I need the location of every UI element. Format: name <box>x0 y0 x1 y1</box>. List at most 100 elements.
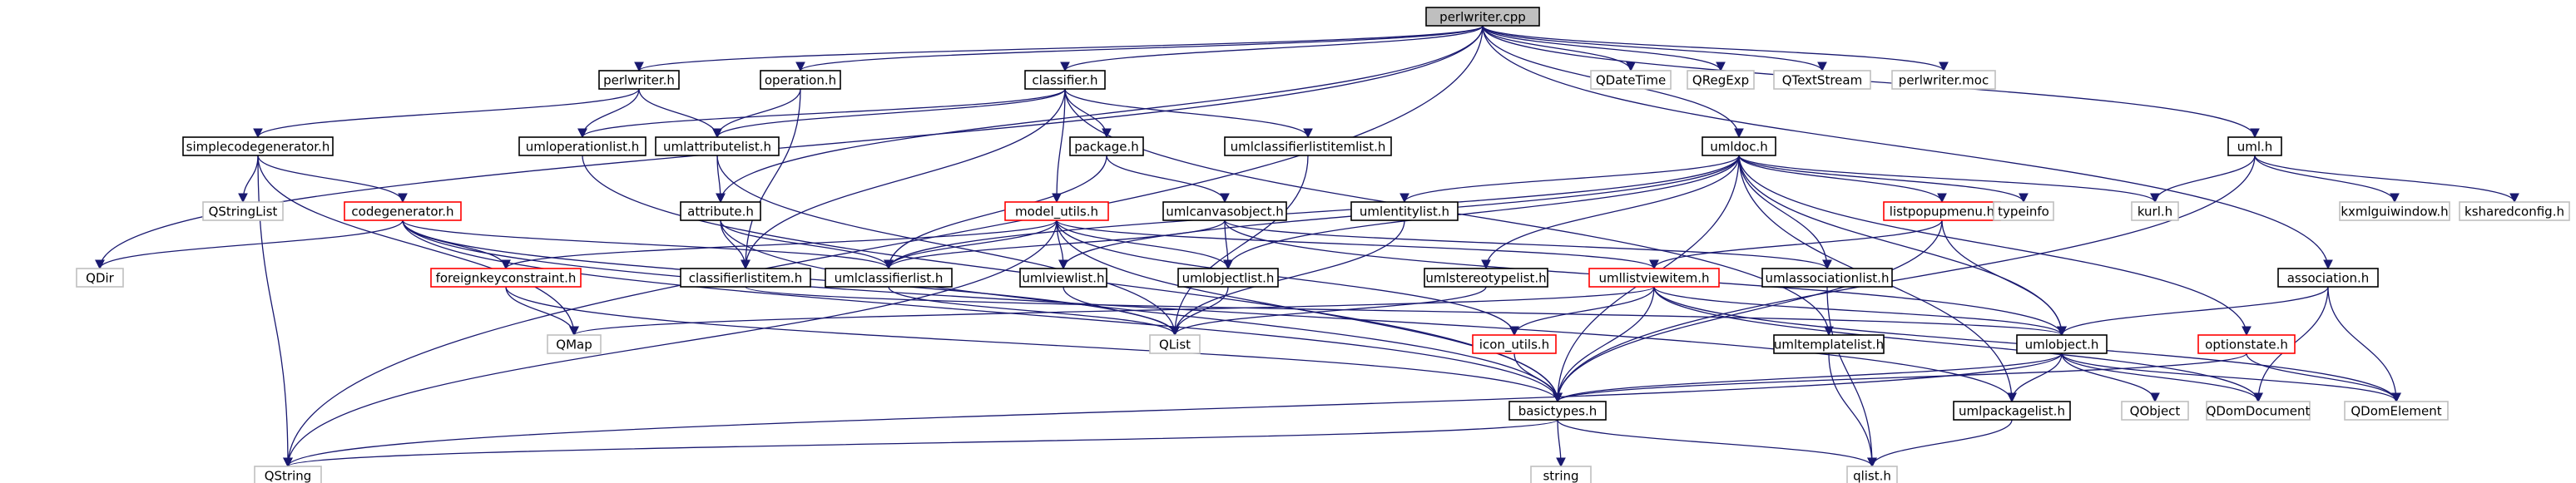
node-label: QDomDocument <box>2207 404 2311 419</box>
node-qdomdocument[interactable]: QDomDocument <box>2206 401 2311 421</box>
edge-uml_h-to-ksharedconfig_h <box>2254 155 2519 204</box>
node-umlpackagelist-h[interactable]: umlpackagelist.h <box>1953 401 2071 421</box>
node-qregexp[interactable]: QRegExp <box>1687 70 1755 90</box>
node-box <box>1004 201 1109 221</box>
node-umlviewlist-h[interactable]: umlviewlist.h <box>1019 268 1107 288</box>
node-umldoc-h[interactable]: umldoc.h <box>1702 136 1776 156</box>
node-umloperationlist-h[interactable]: umloperationlist.h <box>518 136 646 156</box>
node-perlwriter-cpp[interactable]: perlwriter.cpp <box>1425 7 1540 27</box>
node-qstring[interactable]: QString <box>254 466 322 483</box>
edge-perlwriter_cpp-to-qdatetime <box>1482 25 1636 72</box>
node-qdomelement[interactable]: QDomElement <box>2344 401 2449 421</box>
node-label: umlviewlist.h <box>1022 271 1104 286</box>
edge-perlwriter_h-to-simplecodegenerator_h <box>253 88 640 139</box>
node-kxmlguiwindow-h[interactable]: kxmlguiwindow.h <box>2339 201 2450 221</box>
edge-umllistviewitem_h-to-basictypes_h <box>1553 286 1655 403</box>
node-simplecodegenerator-h[interactable]: simplecodegenerator.h <box>182 136 334 156</box>
node-association-h[interactable]: association.h <box>2277 268 2379 288</box>
node-umlobject-h[interactable]: umlobject.h <box>2016 334 2108 354</box>
node-box <box>1162 201 1287 221</box>
node-box <box>2131 201 2179 221</box>
node-box <box>202 201 284 221</box>
node-model-utils-h[interactable]: model_utils.h <box>1004 201 1109 221</box>
node-label: qlist.h <box>1853 469 1891 483</box>
edge-basictypes_h-to-string <box>1556 419 1566 468</box>
edge-umlpackagelist_h-to-qlist_h <box>1867 419 2013 468</box>
edge-umldoc_h-to-umlclassifierlist_h <box>884 155 1740 270</box>
node-package-h[interactable]: package.h <box>1069 136 1144 156</box>
node-label: QObject <box>2130 404 2181 419</box>
node-umllistviewitem-h[interactable]: umllistviewitem.h <box>1588 268 1720 288</box>
node-string[interactable]: string <box>1530 466 1592 483</box>
node-box <box>760 70 841 90</box>
edge-umllistviewitem_h-to-umlobject_h <box>1653 286 2067 337</box>
edge-codegenerator_h-to-umlclassifierlist_h <box>402 219 894 270</box>
edge-association_h-to-umlobject_h <box>2057 286 2329 337</box>
node-kurl-h[interactable]: kurl.h <box>2131 201 2179 221</box>
node-qstringlist[interactable]: QStringList <box>202 201 284 221</box>
node-label: QRegExp <box>1692 73 1749 88</box>
node-qlist-h[interactable]: qlist.h <box>1846 466 1898 483</box>
node-label: umltemplatelist.h <box>1774 338 1884 352</box>
node-icon-utils-h[interactable]: icon_utils.h <box>1472 334 1557 354</box>
node-listpopupmenu-h[interactable]: listpopupmenu.h <box>1883 201 2001 221</box>
node-label: model_utils.h <box>1015 205 1098 220</box>
edge-classifier_h-to-model_utils_h <box>1052 88 1066 204</box>
node-label: umlassociationlist.h <box>1766 271 1890 286</box>
node-classifierlistitem-h[interactable]: classifierlistitem.h <box>680 268 811 288</box>
node-box <box>2121 401 2189 421</box>
node-umlassociationlist-h[interactable]: umlassociationlist.h <box>1761 268 1893 288</box>
node-attribute-h[interactable]: attribute.h <box>680 201 761 221</box>
edge-model_utils_h-to-qstring <box>283 219 1058 468</box>
node-umlattributelist-h[interactable]: umlattributelist.h <box>655 136 780 156</box>
node-label: association.h <box>2287 271 2370 286</box>
node-box <box>2339 201 2450 221</box>
node-box <box>598 70 680 90</box>
edge-perlwriter_cpp-to-qregexp <box>1482 25 1726 72</box>
node-perlwriter-moc[interactable]: perlwriter.moc <box>1891 70 1996 90</box>
edge-attribute_h-to-umlclassifierlist_h <box>720 219 894 270</box>
node-qdatetime[interactable]: QDateTime <box>1590 70 1672 90</box>
edge-umlcanvasobject_h-to-umlassociationlist_h <box>1224 219 1832 270</box>
node-umlentitylist-h[interactable]: umlentitylist.h <box>1350 201 1459 221</box>
node-operation-h[interactable]: operation.h <box>760 70 841 90</box>
edge-model_utils_h-to-umlobjectlist_h <box>1056 219 1233 270</box>
node-umlcanvasobject-h[interactable]: umlcanvasobject.h <box>1162 201 1287 221</box>
edge-model_utils_h-to-basictypes_h <box>1056 219 1563 403</box>
edge-model_utils_h-to-foreignkeyconstraint_h <box>501 219 1058 270</box>
node-box <box>547 334 602 354</box>
node-umlstereotypelist-h[interactable]: umlstereotypelist.h <box>1424 268 1548 288</box>
edge-package_h-to-umlclassifierlist_h <box>884 155 1107 270</box>
node-label: ksharedconfig.h <box>2465 205 2564 219</box>
node-foreignkeyconstraint-h[interactable]: foreignkeyconstraint.h <box>430 268 582 288</box>
node-uml-h[interactable]: uml.h <box>2227 136 2282 156</box>
node-umlclassifierlistitemlist-h[interactable]: umlclassifierlistitemlist.h <box>1224 136 1392 156</box>
node-box <box>1993 201 2054 221</box>
node-typeinfo[interactable]: typeinfo <box>1993 201 2054 221</box>
node-qtextstream[interactable]: QTextStream <box>1773 70 1871 90</box>
node-codegenerator-h[interactable]: codegenerator.h <box>344 201 462 221</box>
node-basictypes-h[interactable]: basictypes.h <box>1508 401 1607 421</box>
node-optionstate-h[interactable]: optionstate.h <box>2197 334 2296 354</box>
node-qdir[interactable]: QDir <box>76 268 124 288</box>
node-box <box>1953 401 2071 421</box>
node-box <box>2197 334 2296 354</box>
edge-umldoc_h-to-kurl_h <box>1738 155 2160 204</box>
node-label: listpopupmenu.h <box>1890 205 1994 219</box>
edge-uml_h-to-kurl_h <box>2150 155 2256 204</box>
node-umlobjectlist-h[interactable]: umlobjectlist.h <box>1177 268 1279 288</box>
node-qobject[interactable]: QObject <box>2121 401 2189 421</box>
node-label: umlobjectlist.h <box>1182 271 1275 286</box>
node-classifier-h[interactable]: classifier.h <box>1024 70 1106 90</box>
node-qlist[interactable]: QList <box>1149 334 1201 354</box>
node-box <box>518 136 646 156</box>
node-box <box>1177 268 1279 288</box>
node-ksharedconfig-h[interactable]: ksharedconfig.h <box>2459 201 2570 221</box>
node-qmap[interactable]: QMap <box>547 334 602 354</box>
node-perlwriter-h[interactable]: perlwriter.h <box>598 70 680 90</box>
node-label: attribute.h <box>687 205 754 219</box>
edge-umldoc_h-to-umlstereotypelist_h <box>1481 155 1740 270</box>
node-label: foreignkeyconstraint.h <box>436 271 577 286</box>
node-umlclassifierlist-h[interactable]: umlclassifierlist.h <box>825 268 953 288</box>
node-umltemplatelist-h[interactable]: umltemplatelist.h <box>1773 334 1885 354</box>
